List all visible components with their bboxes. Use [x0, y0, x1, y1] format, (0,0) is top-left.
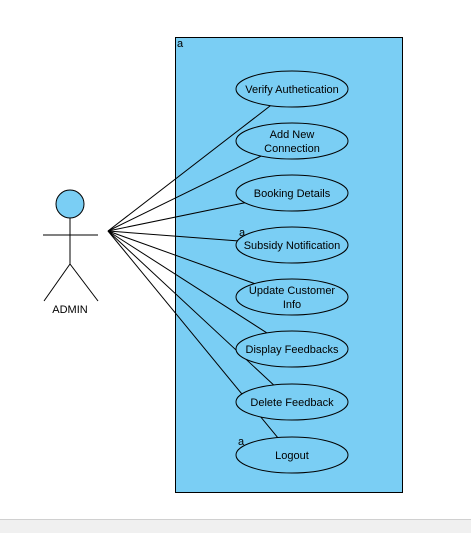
use-case-ellipse [235, 330, 349, 368]
use-case-label: Add New [270, 129, 315, 141]
use-case-label: Verify Authetication [245, 84, 339, 96]
association-line[interactable] [107, 230, 268, 334]
association-line[interactable] [107, 105, 271, 232]
bottom-status-bar [0, 519, 471, 533]
subsidy-marker-label: a [239, 227, 246, 239]
use-case-label: Booking Details [254, 188, 331, 200]
use-case-ellipse [235, 383, 349, 421]
use-case-label: Logout [275, 450, 309, 462]
system-boundary-label: a [177, 38, 184, 50]
use-case[interactable]: Verify Authetication [235, 70, 349, 108]
use-case-label: Delete Feedback [250, 397, 334, 409]
use-case-label: Connection [264, 143, 320, 155]
use-case-label: Update Customer [249, 285, 336, 297]
use-case-ellipse [235, 122, 349, 160]
use-case[interactable]: Logout [235, 436, 349, 474]
association-line[interactable] [107, 202, 246, 232]
actor-head [55, 189, 85, 219]
use-case-label: Info [283, 299, 301, 311]
use-case[interactable]: Delete Feedback [235, 383, 349, 421]
use-case-ellipse [235, 226, 349, 264]
association-line[interactable] [107, 230, 255, 285]
use-case[interactable]: Display Feedbacks [235, 330, 349, 368]
use-case-label: Display Feedbacks [246, 344, 339, 356]
use-case-label: Subsidy Notification [244, 240, 341, 252]
use-case-ellipse [235, 436, 349, 474]
association-line[interactable] [107, 155, 262, 232]
logout-marker-label: a [238, 436, 245, 448]
use-case-ellipse [235, 278, 349, 316]
use-case-ellipse [235, 70, 349, 108]
use-case[interactable]: Subsidy Notification [235, 226, 349, 264]
use-case-ellipse [235, 174, 349, 212]
actor-right-leg [69, 263, 99, 302]
use-case[interactable]: Booking Details [235, 174, 349, 212]
actor-name-label: ADMIN [52, 304, 88, 316]
actor-left-leg [43, 263, 71, 302]
association-line[interactable] [107, 230, 238, 242]
actor-admin[interactable]: ADMIN [43, 189, 99, 316]
